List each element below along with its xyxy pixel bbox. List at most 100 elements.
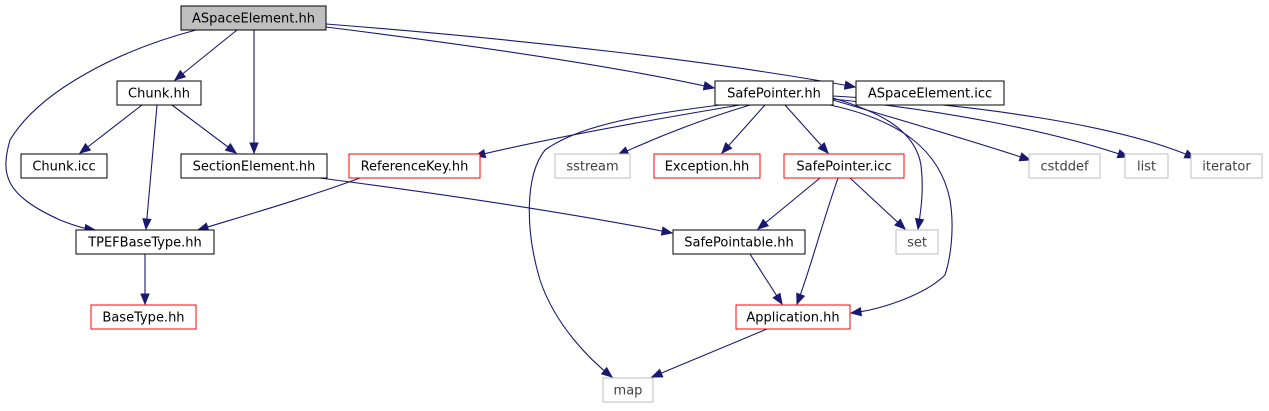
node-cstddef[interactable]: cstddef <box>1028 153 1101 179</box>
arrowhead <box>173 69 187 81</box>
node-label: set <box>907 236 927 251</box>
edge-safepointer_hh-to-safepointer_icc <box>784 104 829 155</box>
arrowhead <box>1018 152 1032 162</box>
arrowhead <box>772 292 783 306</box>
edge-aspace_hh-to-aspace_icc <box>325 23 857 90</box>
node-label: SectionElement.hh <box>193 160 316 175</box>
node-label: Exception.hh <box>665 160 750 175</box>
node-referencekey-hh[interactable]: ReferenceKey.hh <box>348 153 481 179</box>
arrowhead <box>650 368 664 378</box>
node-label: SafePointer.hh <box>727 87 821 102</box>
edge-chunk_hh-to-tpefbasetype_hh <box>142 104 158 231</box>
arrowhead <box>817 142 829 155</box>
node-box <box>20 153 108 179</box>
edge-aspace_hh-to-sectionelement_hh <box>249 30 259 155</box>
node-tpefbasetype-hh[interactable]: TPEFBaseType.hh <box>75 229 215 255</box>
node-sstream[interactable]: sstream <box>554 153 631 179</box>
edge-safepointer_hh-to-cstddef <box>832 99 1032 162</box>
node-box <box>653 153 761 179</box>
node-label: sstream <box>566 160 618 175</box>
node-label: ASpaceElement.icc <box>868 87 992 102</box>
node-label: SafePointable.hh <box>684 236 794 251</box>
node-box <box>180 153 328 179</box>
edge-safepointable_hh-to-application_hh <box>749 253 783 306</box>
node-set[interactable]: set <box>895 229 939 255</box>
node-aspace-icc[interactable]: ASpaceElement.icc <box>855 80 1005 106</box>
arrowhead <box>914 217 925 231</box>
node-basetype-hh[interactable]: BaseType.hh <box>90 304 197 330</box>
edge-tpefbasetype_hh-to-basetype_hh <box>140 254 150 306</box>
node-box <box>1190 153 1263 179</box>
node-box <box>714 80 834 106</box>
arrowhead <box>224 142 238 154</box>
node-label: TPEFBaseType.hh <box>87 236 202 251</box>
arrowhead <box>600 366 614 378</box>
node-box <box>116 80 202 106</box>
edge-safepointer_icc-to-application_hh <box>796 177 839 306</box>
arrowhead <box>142 218 152 231</box>
edge-safepointer_hh-to-map <box>528 104 721 378</box>
node-box <box>1124 153 1169 179</box>
node-label: SafePointer.icc <box>796 160 891 175</box>
node-box <box>348 153 481 179</box>
arrowhead <box>843 80 857 90</box>
node-label: cstddef <box>1040 160 1089 175</box>
node-map[interactable]: map <box>602 377 654 403</box>
node-box <box>75 229 215 255</box>
edges-layer <box>5 23 1197 378</box>
node-label: ASpaceElement.hh <box>192 12 315 27</box>
edge-application_hh-to-map <box>650 328 768 378</box>
node-iterator[interactable]: iterator <box>1190 153 1263 179</box>
edge-safepointer_hh-to-application_hh <box>829 104 953 317</box>
edge-aspace_hh-to-chunk_hh <box>173 29 238 81</box>
node-safepointable-hh[interactable]: SafePointable.hh <box>672 229 806 255</box>
node-label: BaseType.hh <box>102 311 184 326</box>
node-box <box>783 153 905 179</box>
edge-safepointer_icc-to-safepointable_hh <box>756 177 821 230</box>
edge-chunk_hh-to-chunk_icc <box>78 104 143 154</box>
node-label: Application.hh <box>746 311 839 326</box>
node-list[interactable]: list <box>1124 153 1169 179</box>
node-label: Chunk.hh <box>128 87 190 102</box>
edge-safepointer_hh-to-exception_hh <box>721 104 766 155</box>
node-label: Chunk.icc <box>32 160 95 175</box>
node-box <box>180 5 327 31</box>
arrowhead <box>849 306 863 317</box>
arrowhead <box>796 292 806 306</box>
node-label: iterator <box>1202 160 1251 175</box>
arrowhead <box>249 142 259 155</box>
arrowhead <box>660 226 674 236</box>
node-application-hh[interactable]: Application.hh <box>735 304 851 330</box>
node-exception-hh[interactable]: Exception.hh <box>653 153 761 179</box>
node-box <box>735 304 851 330</box>
node-box <box>602 377 654 403</box>
node-safepointer-hh[interactable]: SafePointer.hh <box>714 80 834 106</box>
node-box <box>855 80 1005 106</box>
arrowhead <box>702 81 716 91</box>
node-box <box>554 153 631 179</box>
arrowhead <box>721 142 733 155</box>
node-box <box>90 304 197 330</box>
edge-aspace_hh-to-safepointer_hh <box>325 26 716 91</box>
edge-chunk_hh-to-sectionelement_hh <box>171 104 238 154</box>
node-label: ReferenceKey.hh <box>361 160 469 175</box>
node-sectionelement-hh[interactable]: SectionElement.hh <box>180 153 328 179</box>
arrowhead <box>140 293 150 306</box>
arrowhead <box>78 142 92 154</box>
node-label: map <box>614 384 643 399</box>
arrowhead <box>894 218 906 230</box>
node-safepointer-icc[interactable]: SafePointer.icc <box>783 153 905 179</box>
node-aspace-hh[interactable]: ASpaceElement.hh <box>180 5 327 31</box>
edge-safepointer_icc-to-set <box>849 177 906 230</box>
arrowhead <box>756 218 770 230</box>
node-box <box>1028 153 1101 179</box>
node-label: list <box>1137 160 1156 175</box>
node-box <box>672 229 806 255</box>
node-box <box>895 229 939 255</box>
node-chunk-icc[interactable]: Chunk.icc <box>20 153 108 179</box>
node-chunk-hh[interactable]: Chunk.hh <box>116 80 202 106</box>
edge-sectionelement_hh-to-safepointable_hh <box>319 177 674 236</box>
